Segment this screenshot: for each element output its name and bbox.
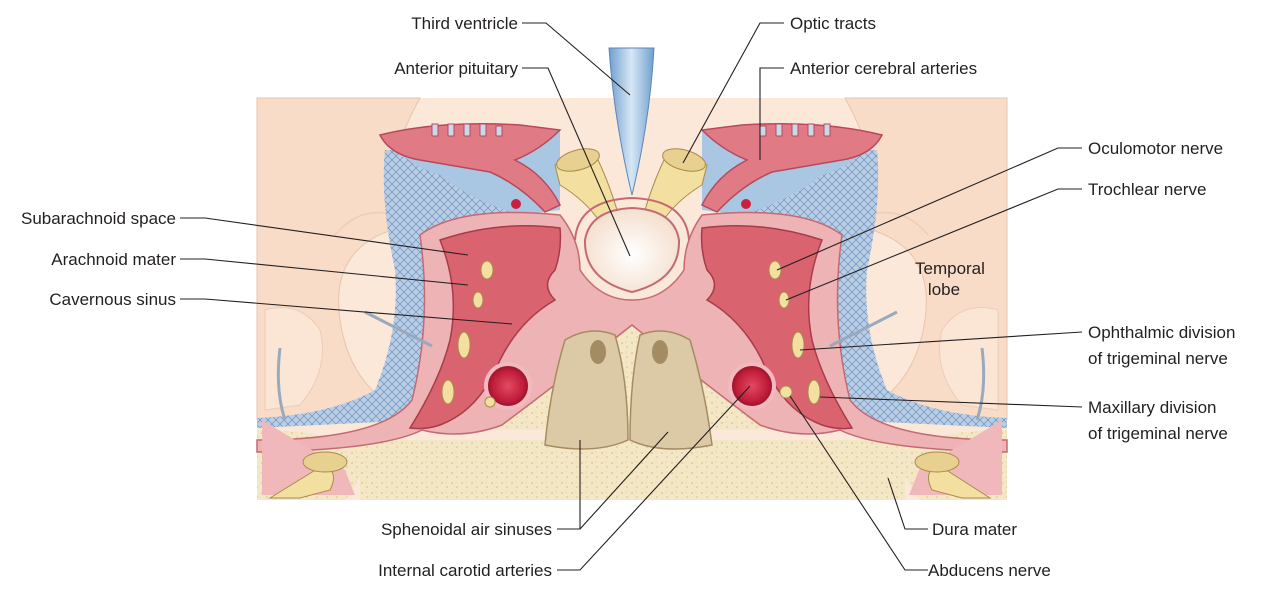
leader-trochlear (785, 188, 1082, 301)
label-internal-carotid-arteries: Internal carotid arteries (378, 561, 552, 580)
label-sphenoidal-air-sinuses: Sphenoidal air sinuses (380, 520, 552, 539)
label-anterior-pituitary: Anterior pituitary (394, 59, 518, 78)
left-anterior-cerebral-artery (378, 123, 562, 213)
leader-arachnoid (180, 258, 469, 286)
right-internal-carotid (728, 362, 776, 410)
label-anterior-cerebral-arteries: Anterior cerebral arteries (790, 59, 978, 78)
label-subarachnoid-space: Subarachnoid space (20, 209, 176, 228)
label-third-ventricle: Third ventricle (411, 14, 518, 33)
leader-oculomotor (776, 147, 1082, 271)
label-cavernous-sinus: Cavernous sinus (49, 290, 176, 309)
label-arachnoid-mater: Arachnoid mater (51, 250, 176, 269)
leader-internal-carotid (557, 385, 751, 571)
left-sphenoidal-sinus (544, 330, 629, 450)
label-temporal-lobe: Temporal lobe (915, 258, 985, 300)
label-maxillary-division: Maxillary division of trigeminal nerve (1088, 397, 1228, 444)
right-cavernous-sinus (700, 225, 854, 430)
right-anterior-cerebral-artery (700, 123, 884, 213)
leader-subarachnoid (180, 217, 469, 256)
label-ophthalmic-line-1: Ophthalmic division (1088, 323, 1236, 342)
leader-dura (887, 477, 928, 530)
leader-cavernous (180, 298, 513, 325)
leader-anterior-pituitary (522, 67, 631, 257)
right-sphenoidal-sinus (629, 330, 713, 450)
leader-abducens (789, 395, 928, 571)
label-maxillary-line-1: Maxillary division (1088, 398, 1217, 417)
third-ventricle-stalk (608, 47, 655, 196)
label-dura-mater: Dura mater (932, 520, 1018, 539)
label-temporal-line-2: lobe (927, 280, 961, 299)
label-optic-tracts: Optic tracts (790, 14, 876, 33)
leader-optic-tracts (682, 22, 784, 164)
left-internal-carotid (484, 362, 532, 410)
label-maxillary-line-2: of trigeminal nerve (1088, 424, 1228, 443)
leader-third-ventricle (522, 22, 631, 96)
label-temporal-line-1: Temporal (915, 259, 985, 278)
leader-maxillary (819, 396, 1083, 408)
label-oculomotor-nerve: Oculomotor nerve (1088, 139, 1224, 158)
left-cavernous-sinus (408, 225, 562, 430)
leader-anterior-cerebral (759, 67, 784, 160)
label-trochlear-nerve: Trochlear nerve (1088, 180, 1207, 199)
label-ophthalmic-division: Ophthalmic division of trigeminal nerve (1088, 322, 1235, 369)
leader-ophthalmic (799, 331, 1083, 351)
leader-sphenoidal (557, 431, 669, 530)
label-abducens-nerve: Abducens nerve (928, 561, 1051, 580)
bone-lower-fill (360, 440, 905, 500)
anterior-pituitary (583, 206, 681, 294)
label-ophthalmic-line-2: of trigeminal nerve (1088, 349, 1228, 368)
